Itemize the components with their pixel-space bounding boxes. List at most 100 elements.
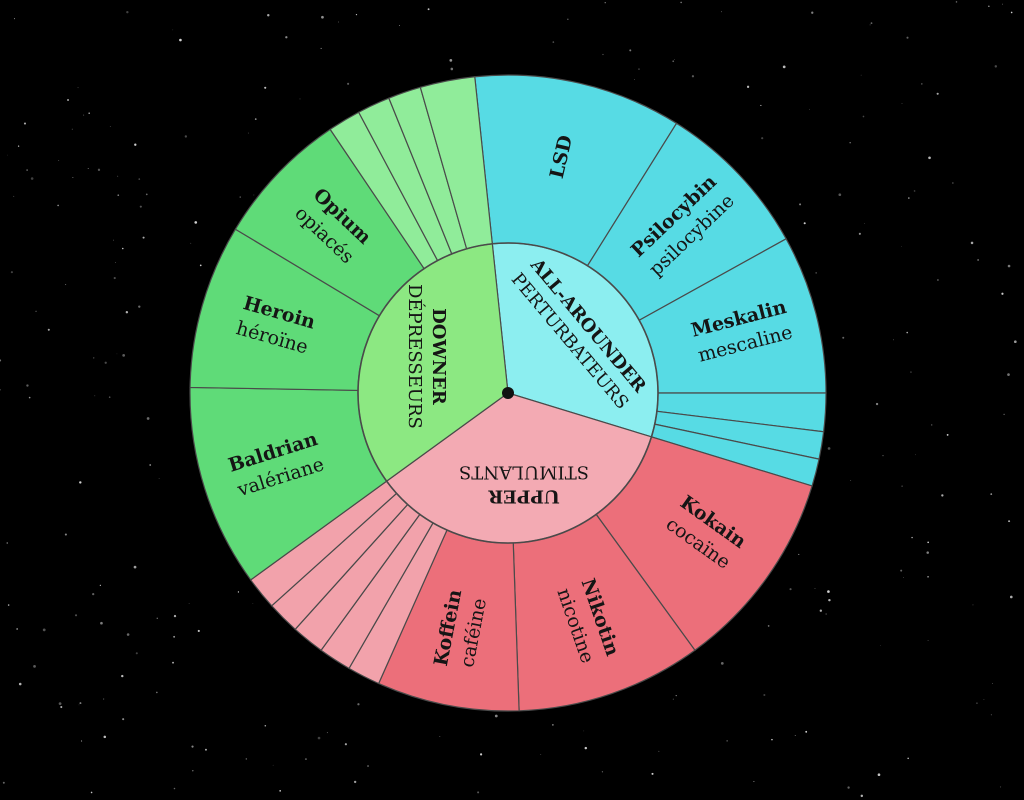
star	[931, 424, 933, 426]
star	[80, 740, 83, 742]
star	[156, 691, 158, 694]
star	[126, 633, 130, 636]
star	[720, 11, 722, 13]
star	[117, 194, 120, 196]
star	[726, 740, 728, 742]
star	[33, 665, 36, 668]
star	[994, 65, 998, 68]
star	[26, 169, 28, 171]
star	[858, 232, 861, 235]
star	[99, 584, 101, 586]
star	[60, 706, 63, 709]
star	[92, 357, 95, 359]
star	[264, 724, 267, 727]
star	[192, 770, 194, 772]
star	[990, 493, 993, 495]
star	[77, 87, 79, 89]
star	[602, 53, 604, 56]
star	[658, 750, 660, 752]
star	[1002, 3, 1003, 5]
star	[907, 757, 909, 760]
star	[827, 590, 830, 593]
star	[254, 118, 257, 120]
star	[58, 702, 62, 706]
hub-sublabel-upper: STIMULANTS	[459, 462, 589, 483]
star	[875, 402, 879, 406]
star	[133, 565, 137, 569]
star	[449, 58, 453, 62]
star	[97, 168, 101, 172]
star	[828, 598, 831, 602]
star	[927, 541, 929, 544]
star	[138, 178, 141, 180]
star	[427, 8, 430, 11]
star	[767, 625, 770, 627]
star	[92, 593, 95, 596]
star	[237, 591, 240, 593]
star	[145, 193, 148, 196]
hub-sublabel-downer: DÉPRESSEURS	[404, 284, 427, 429]
star	[911, 536, 913, 539]
star	[72, 176, 74, 178]
star	[264, 86, 267, 89]
star	[842, 336, 845, 339]
star	[915, 454, 916, 456]
star	[850, 480, 852, 481]
star	[1003, 413, 1005, 416]
star	[173, 635, 176, 638]
star	[675, 695, 677, 697]
star	[799, 203, 802, 206]
star	[109, 126, 111, 127]
star	[199, 264, 202, 267]
star	[47, 328, 50, 331]
star	[18, 682, 22, 686]
star	[0, 359, 2, 362]
star	[121, 247, 124, 250]
star	[108, 396, 111, 398]
star	[67, 98, 70, 101]
star	[638, 68, 640, 70]
star	[173, 787, 176, 790]
star	[353, 780, 357, 784]
star	[267, 14, 270, 17]
star	[672, 60, 675, 63]
star	[825, 613, 827, 615]
star	[970, 241, 974, 245]
star	[479, 753, 483, 756]
star	[540, 754, 542, 755]
star	[253, 194, 255, 196]
star	[116, 353, 118, 355]
star	[355, 14, 358, 16]
star	[477, 791, 480, 794]
star	[114, 262, 116, 263]
hub-label-upper: UPPER	[487, 486, 559, 507]
star	[35, 310, 37, 312]
star	[138, 305, 141, 308]
star	[992, 683, 993, 684]
star	[906, 36, 909, 39]
star	[146, 417, 150, 420]
star	[26, 384, 29, 387]
star	[194, 221, 198, 224]
star	[583, 730, 585, 732]
star	[126, 11, 129, 14]
star	[321, 15, 324, 19]
star	[113, 276, 116, 280]
star	[135, 652, 138, 655]
star	[789, 588, 792, 591]
star	[1007, 373, 1010, 376]
star	[1007, 264, 1011, 268]
star	[13, 195, 15, 197]
star	[158, 478, 160, 479]
star	[674, 59, 675, 60]
star	[172, 29, 174, 31]
star	[900, 246, 902, 247]
star	[439, 736, 441, 737]
star	[13, 18, 16, 20]
star	[191, 745, 194, 748]
star	[172, 661, 174, 664]
star	[179, 38, 182, 42]
star	[864, 223, 865, 224]
